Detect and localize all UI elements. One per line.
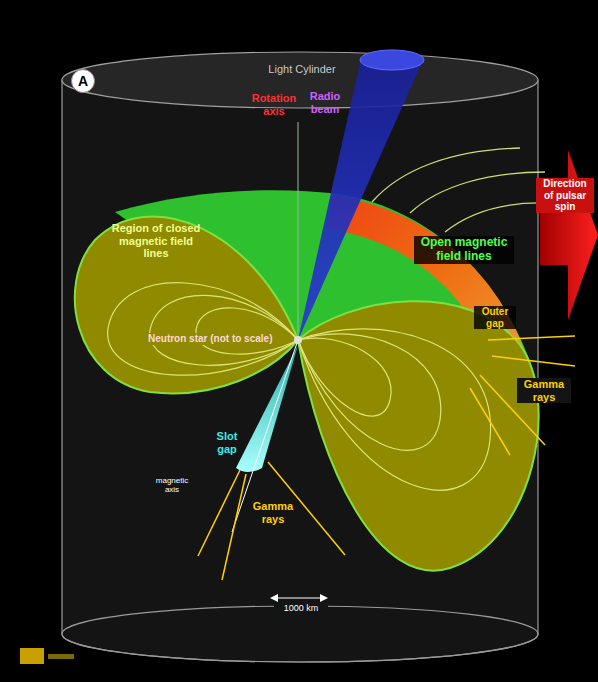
radio-beam bbox=[298, 50, 424, 340]
open-field-lines bbox=[372, 148, 546, 232]
scale-bar bbox=[270, 594, 328, 602]
credit-logo bbox=[20, 648, 74, 664]
panel-letter: A bbox=[78, 73, 88, 89]
rotation-axis bbox=[298, 122, 299, 340]
beam-label: Radio beam bbox=[304, 90, 346, 115]
neutron-star bbox=[294, 336, 302, 344]
scale-label: 1000 km bbox=[274, 603, 328, 613]
region-label: Region of closed magnetic field lines bbox=[110, 222, 202, 260]
gap-label: Outer gap bbox=[474, 306, 516, 329]
panel-letter-circle: A bbox=[71, 69, 95, 93]
gap-label: Slot gap bbox=[210, 430, 244, 455]
slot-gap bbox=[236, 345, 298, 472]
magnetic-axis bbox=[232, 340, 298, 532]
axis-label: magnetic axis bbox=[150, 476, 194, 494]
spin-direction-arrow bbox=[540, 150, 598, 320]
gamma-label: Gamma rays bbox=[250, 500, 296, 525]
closed-field-lobe bbox=[75, 217, 298, 394]
axis-label: Rotation axis bbox=[248, 92, 300, 117]
field-lines-label: Open magnetic field lines bbox=[414, 236, 514, 264]
light-cylinder bbox=[62, 52, 538, 662]
closed-field-lines bbox=[108, 283, 491, 490]
spin-label: Direction of pulsar spin bbox=[536, 178, 594, 213]
cylinder-label: Light Cylinder bbox=[250, 63, 354, 76]
star-label: Neutron star (not to scale) bbox=[146, 333, 274, 345]
closed-field-lobe bbox=[298, 301, 539, 570]
gamma-ray-lines bbox=[198, 462, 345, 580]
gamma-label: Gamma rays bbox=[517, 378, 571, 403]
gamma-ray-lines bbox=[470, 336, 575, 455]
